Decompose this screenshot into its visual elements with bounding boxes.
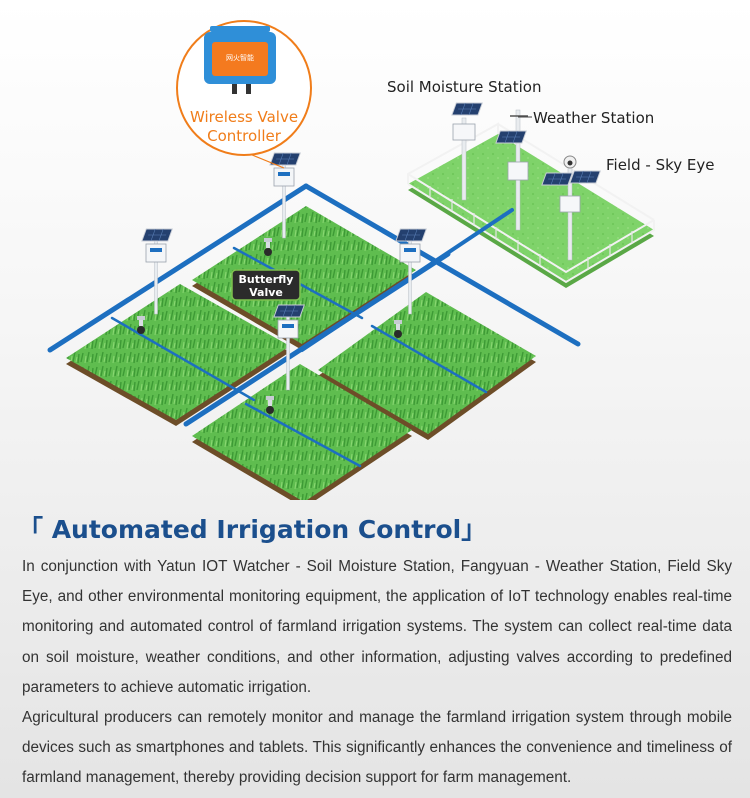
weather-station-label: Weather Station	[533, 109, 654, 127]
butterfly-valve-label-line1: Butterfly	[239, 273, 294, 286]
monitoring-yard	[407, 102, 655, 288]
description-paragraph-2: Agricultural producers can remotely moni…	[22, 709, 732, 787]
controller-brand-text: 网火智能	[226, 53, 254, 62]
description: In conjunction with Yatun IOT Watcher - …	[22, 552, 732, 794]
irrigation-pipes	[47, 183, 581, 468]
controller-label-line2: Controller	[207, 127, 282, 145]
field-plots	[66, 206, 536, 500]
soil-moisture-station-label: Soil Moisture Station	[387, 78, 541, 96]
field-sky-eye-device	[541, 155, 601, 261]
description-paragraph-1: In conjunction with Yatun IOT Watcher - …	[22, 558, 732, 696]
controller-callout: 网火智能 Wireless Valve Controller	[176, 20, 312, 169]
butterfly-valve-label: Butterfly Valve	[231, 269, 301, 301]
field-sky-eye-label: Field - Sky Eye	[606, 156, 714, 174]
controller-label-line1: Wireless Valve	[190, 108, 298, 126]
controller-device-image: 网火智能	[204, 26, 276, 94]
soil-moisture-station-device	[451, 102, 483, 201]
irrigation-diagram: Butterfly Valve 网火智能 Wireless Valve Cont…	[47, 20, 714, 500]
butterfly-valve-label-line2: Valve	[249, 286, 283, 299]
section-heading: 「 Automated Irrigation Control」	[18, 515, 487, 544]
weather-station-device	[495, 109, 529, 231]
